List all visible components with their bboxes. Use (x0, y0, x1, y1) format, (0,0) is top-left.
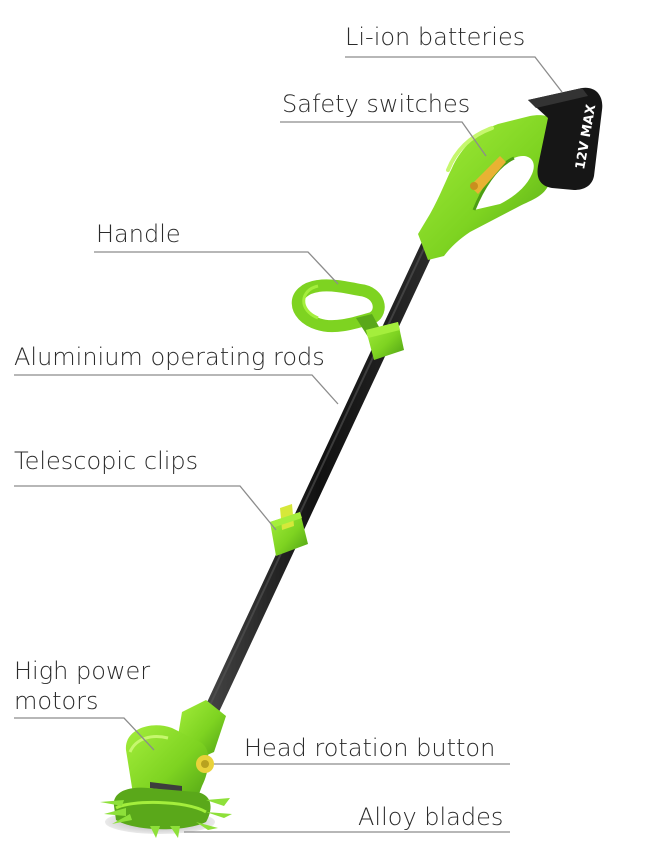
leader-safety (280, 121, 487, 157)
label-alloy-blades: Alloy blades (358, 803, 504, 831)
label-head-rotation-button: Head rotation button (244, 734, 496, 762)
rotation-button (196, 755, 214, 773)
operating-rod (199, 230, 440, 728)
leader-motor (14, 717, 155, 751)
label-handle: Handle (96, 220, 181, 248)
telescopic-clip (270, 504, 308, 556)
label-safety-switches: Safety switches (282, 90, 471, 118)
leader-handle (94, 251, 339, 285)
leader-clips (14, 485, 277, 531)
leader-lines (14, 56, 563, 833)
label-telescopic-clips: Telescopic clips (14, 447, 199, 475)
battery-pack: 12V MAX (528, 87, 603, 190)
leader-rods (14, 374, 339, 405)
label-high-power-motors: High power motors (14, 657, 151, 715)
blade-guard (113, 787, 211, 830)
alloy-blades (100, 798, 232, 838)
main-housing (418, 115, 562, 261)
handle-collar (366, 322, 404, 360)
label-li-ion-batteries: Li-ion batteries (345, 23, 526, 51)
leader-batteries (345, 56, 563, 93)
label-aluminium-operating-rods: Aluminium operating rods (14, 343, 325, 371)
